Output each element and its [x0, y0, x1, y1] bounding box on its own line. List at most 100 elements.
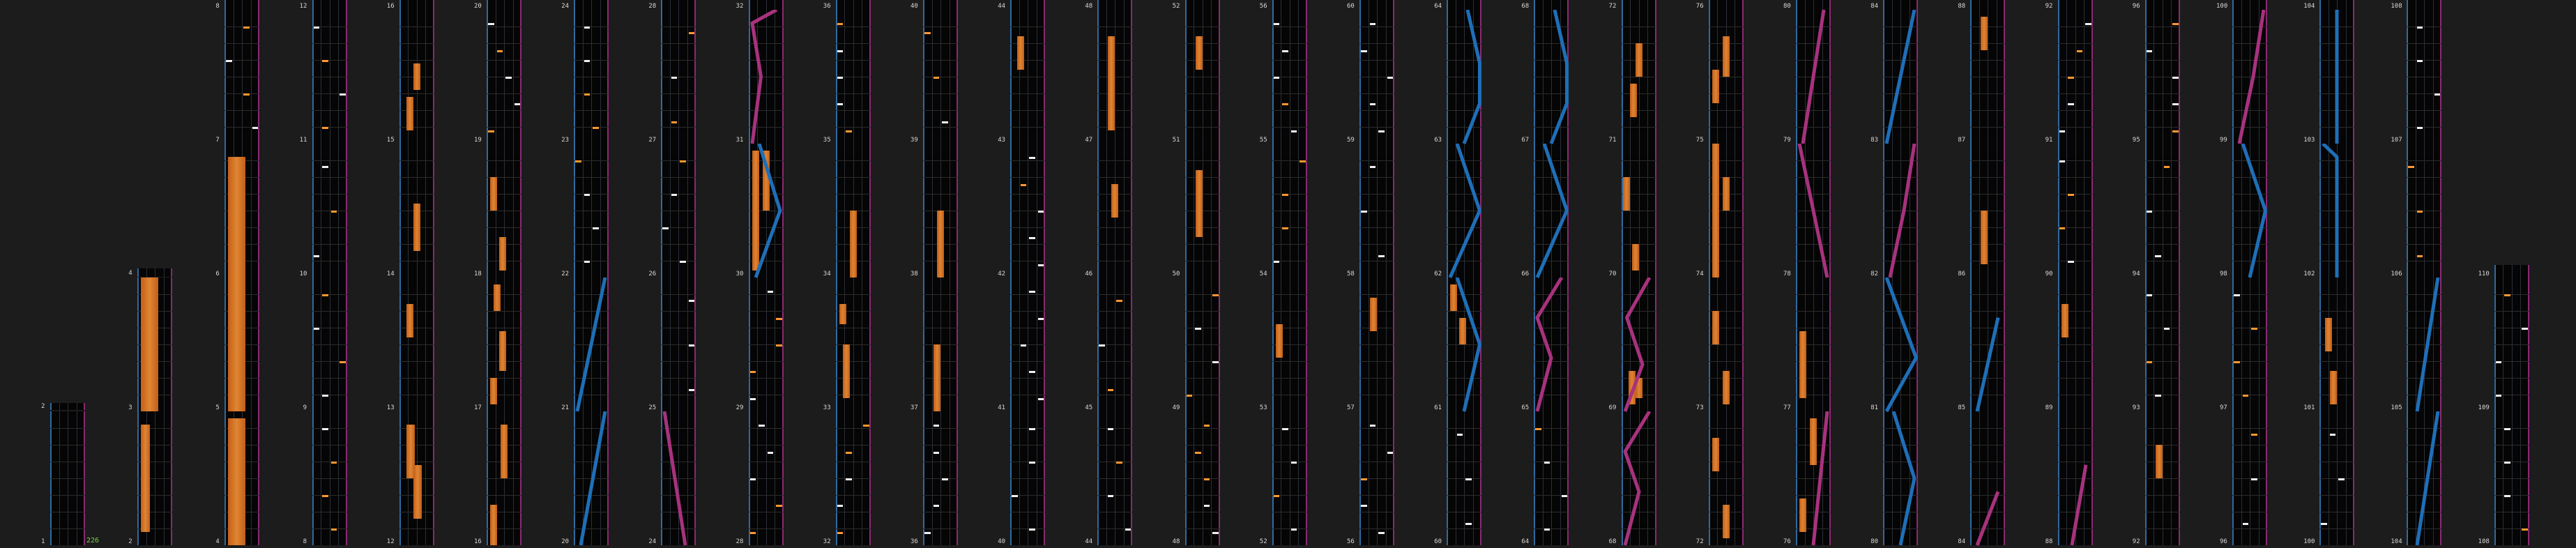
measure-23[interactable] [574, 10, 609, 144]
tap-note[interactable] [2416, 255, 2423, 257]
slide-note[interactable] [1884, 277, 1919, 413]
tap-note[interactable] [1099, 344, 1105, 347]
measure-12[interactable] [399, 411, 434, 545]
measure-98[interactable] [2232, 143, 2267, 278]
measure-79[interactable] [1796, 9, 1831, 144]
tap-note[interactable] [1037, 317, 1044, 320]
slide-note[interactable] [1811, 411, 1829, 546]
tap-note[interactable] [1378, 531, 1385, 534]
slide-note[interactable] [1888, 143, 1916, 278]
hold-note[interactable] [1370, 297, 1377, 331]
measure-28[interactable] [748, 411, 784, 545]
slide-note[interactable] [2322, 142, 2339, 277]
tap-note[interactable] [1282, 428, 1288, 430]
hold-note[interactable] [1712, 144, 1719, 277]
measure-5[interactable] [224, 277, 260, 411]
hold-note[interactable] [141, 277, 159, 411]
tap-note[interactable] [584, 93, 590, 96]
tap-note[interactable] [662, 227, 669, 229]
slide-note[interactable] [1623, 410, 1651, 546]
measure-56[interactable] [1359, 411, 1394, 545]
measure-104[interactable] [2319, 0, 2355, 10]
tap-note[interactable] [2068, 103, 2074, 106]
hold-note[interactable] [933, 344, 940, 411]
tap-note[interactable] [1387, 451, 1393, 454]
hold-note[interactable] [1458, 317, 1466, 344]
tap-note[interactable] [1116, 462, 1122, 464]
slide-note[interactable] [2415, 411, 2440, 546]
tap-note[interactable] [313, 328, 320, 330]
tap-note[interactable] [488, 130, 494, 132]
measure-49[interactable] [1184, 277, 1220, 411]
measure-58[interactable] [1359, 144, 1394, 277]
tap-note[interactable] [1107, 495, 1114, 497]
tap-note[interactable] [1020, 183, 1027, 186]
hold-note[interactable] [228, 277, 246, 411]
tap-note[interactable] [1203, 425, 1210, 427]
tap-note[interactable] [584, 26, 590, 29]
measure-56[interactable] [1272, 0, 1307, 10]
measure-8[interactable] [312, 411, 347, 545]
measure-4[interactable] [137, 268, 173, 277]
tap-note[interactable] [837, 505, 844, 508]
tap-note[interactable] [2495, 395, 2502, 397]
tap-note[interactable] [1361, 50, 1367, 52]
measure-105[interactable] [2407, 277, 2442, 412]
slide-note[interactable] [1550, 9, 1569, 144]
measure-64[interactable] [1534, 411, 1569, 545]
tap-note[interactable] [593, 227, 599, 229]
tap-note[interactable] [1116, 300, 1122, 302]
tap-note[interactable] [1369, 23, 1375, 26]
tap-note[interactable] [2329, 434, 2336, 436]
tap-note[interactable] [776, 317, 782, 320]
tap-note[interactable] [2172, 77, 2179, 79]
tap-note[interactable] [749, 531, 756, 534]
tap-note[interactable] [1361, 211, 1367, 213]
hold-note[interactable] [490, 505, 497, 545]
measure-42[interactable] [1010, 144, 1046, 277]
tap-note[interactable] [846, 478, 852, 480]
measure-44[interactable] [1010, 0, 1046, 10]
measure-100[interactable] [2232, 0, 2267, 10]
measure-24[interactable] [661, 411, 696, 546]
slide-note[interactable] [1797, 143, 1829, 278]
hold-note[interactable] [1981, 211, 1988, 264]
tap-note[interactable] [2146, 294, 2153, 296]
tap-note[interactable] [1361, 505, 1367, 508]
hold-note[interactable] [490, 177, 497, 211]
measure-7[interactable] [224, 10, 260, 144]
tap-note[interactable] [2163, 166, 2170, 168]
tap-note[interactable] [1029, 291, 1035, 294]
slide-note[interactable] [1462, 9, 1482, 144]
tap-note[interactable] [584, 60, 590, 62]
tap-note[interactable] [2251, 434, 2257, 436]
tap-note[interactable] [863, 425, 869, 427]
slide-note[interactable] [579, 411, 607, 546]
measure-76[interactable] [1796, 411, 1831, 546]
tap-note[interactable] [1465, 478, 1472, 480]
slide-note[interactable] [1448, 143, 1482, 279]
tap-note[interactable] [2172, 103, 2179, 106]
slide-note[interactable] [750, 8, 777, 144]
tap-note[interactable] [2163, 328, 2170, 330]
tap-note[interactable] [2416, 60, 2423, 62]
tap-note[interactable] [488, 23, 494, 26]
measure-100[interactable] [2319, 411, 2355, 545]
hold-note[interactable] [1722, 177, 1730, 211]
measure-24[interactable] [574, 0, 609, 10]
measure-104[interactable] [2407, 411, 2442, 546]
tap-note[interactable] [2068, 261, 2074, 263]
measure-95[interactable] [2144, 10, 2180, 144]
slide-note[interactable] [1455, 277, 1482, 412]
hold-note[interactable] [498, 237, 506, 271]
tap-note[interactable] [846, 451, 852, 454]
tap-note[interactable] [933, 505, 939, 508]
tap-note[interactable] [322, 495, 328, 497]
measure-35[interactable] [835, 10, 871, 144]
hold-note[interactable] [1195, 170, 1203, 238]
tap-note[interactable] [1186, 395, 1193, 397]
measure-69[interactable] [1621, 276, 1656, 412]
measure-2[interactable] [137, 411, 173, 545]
measure-55[interactable] [1272, 10, 1307, 144]
tap-note[interactable] [322, 127, 328, 129]
